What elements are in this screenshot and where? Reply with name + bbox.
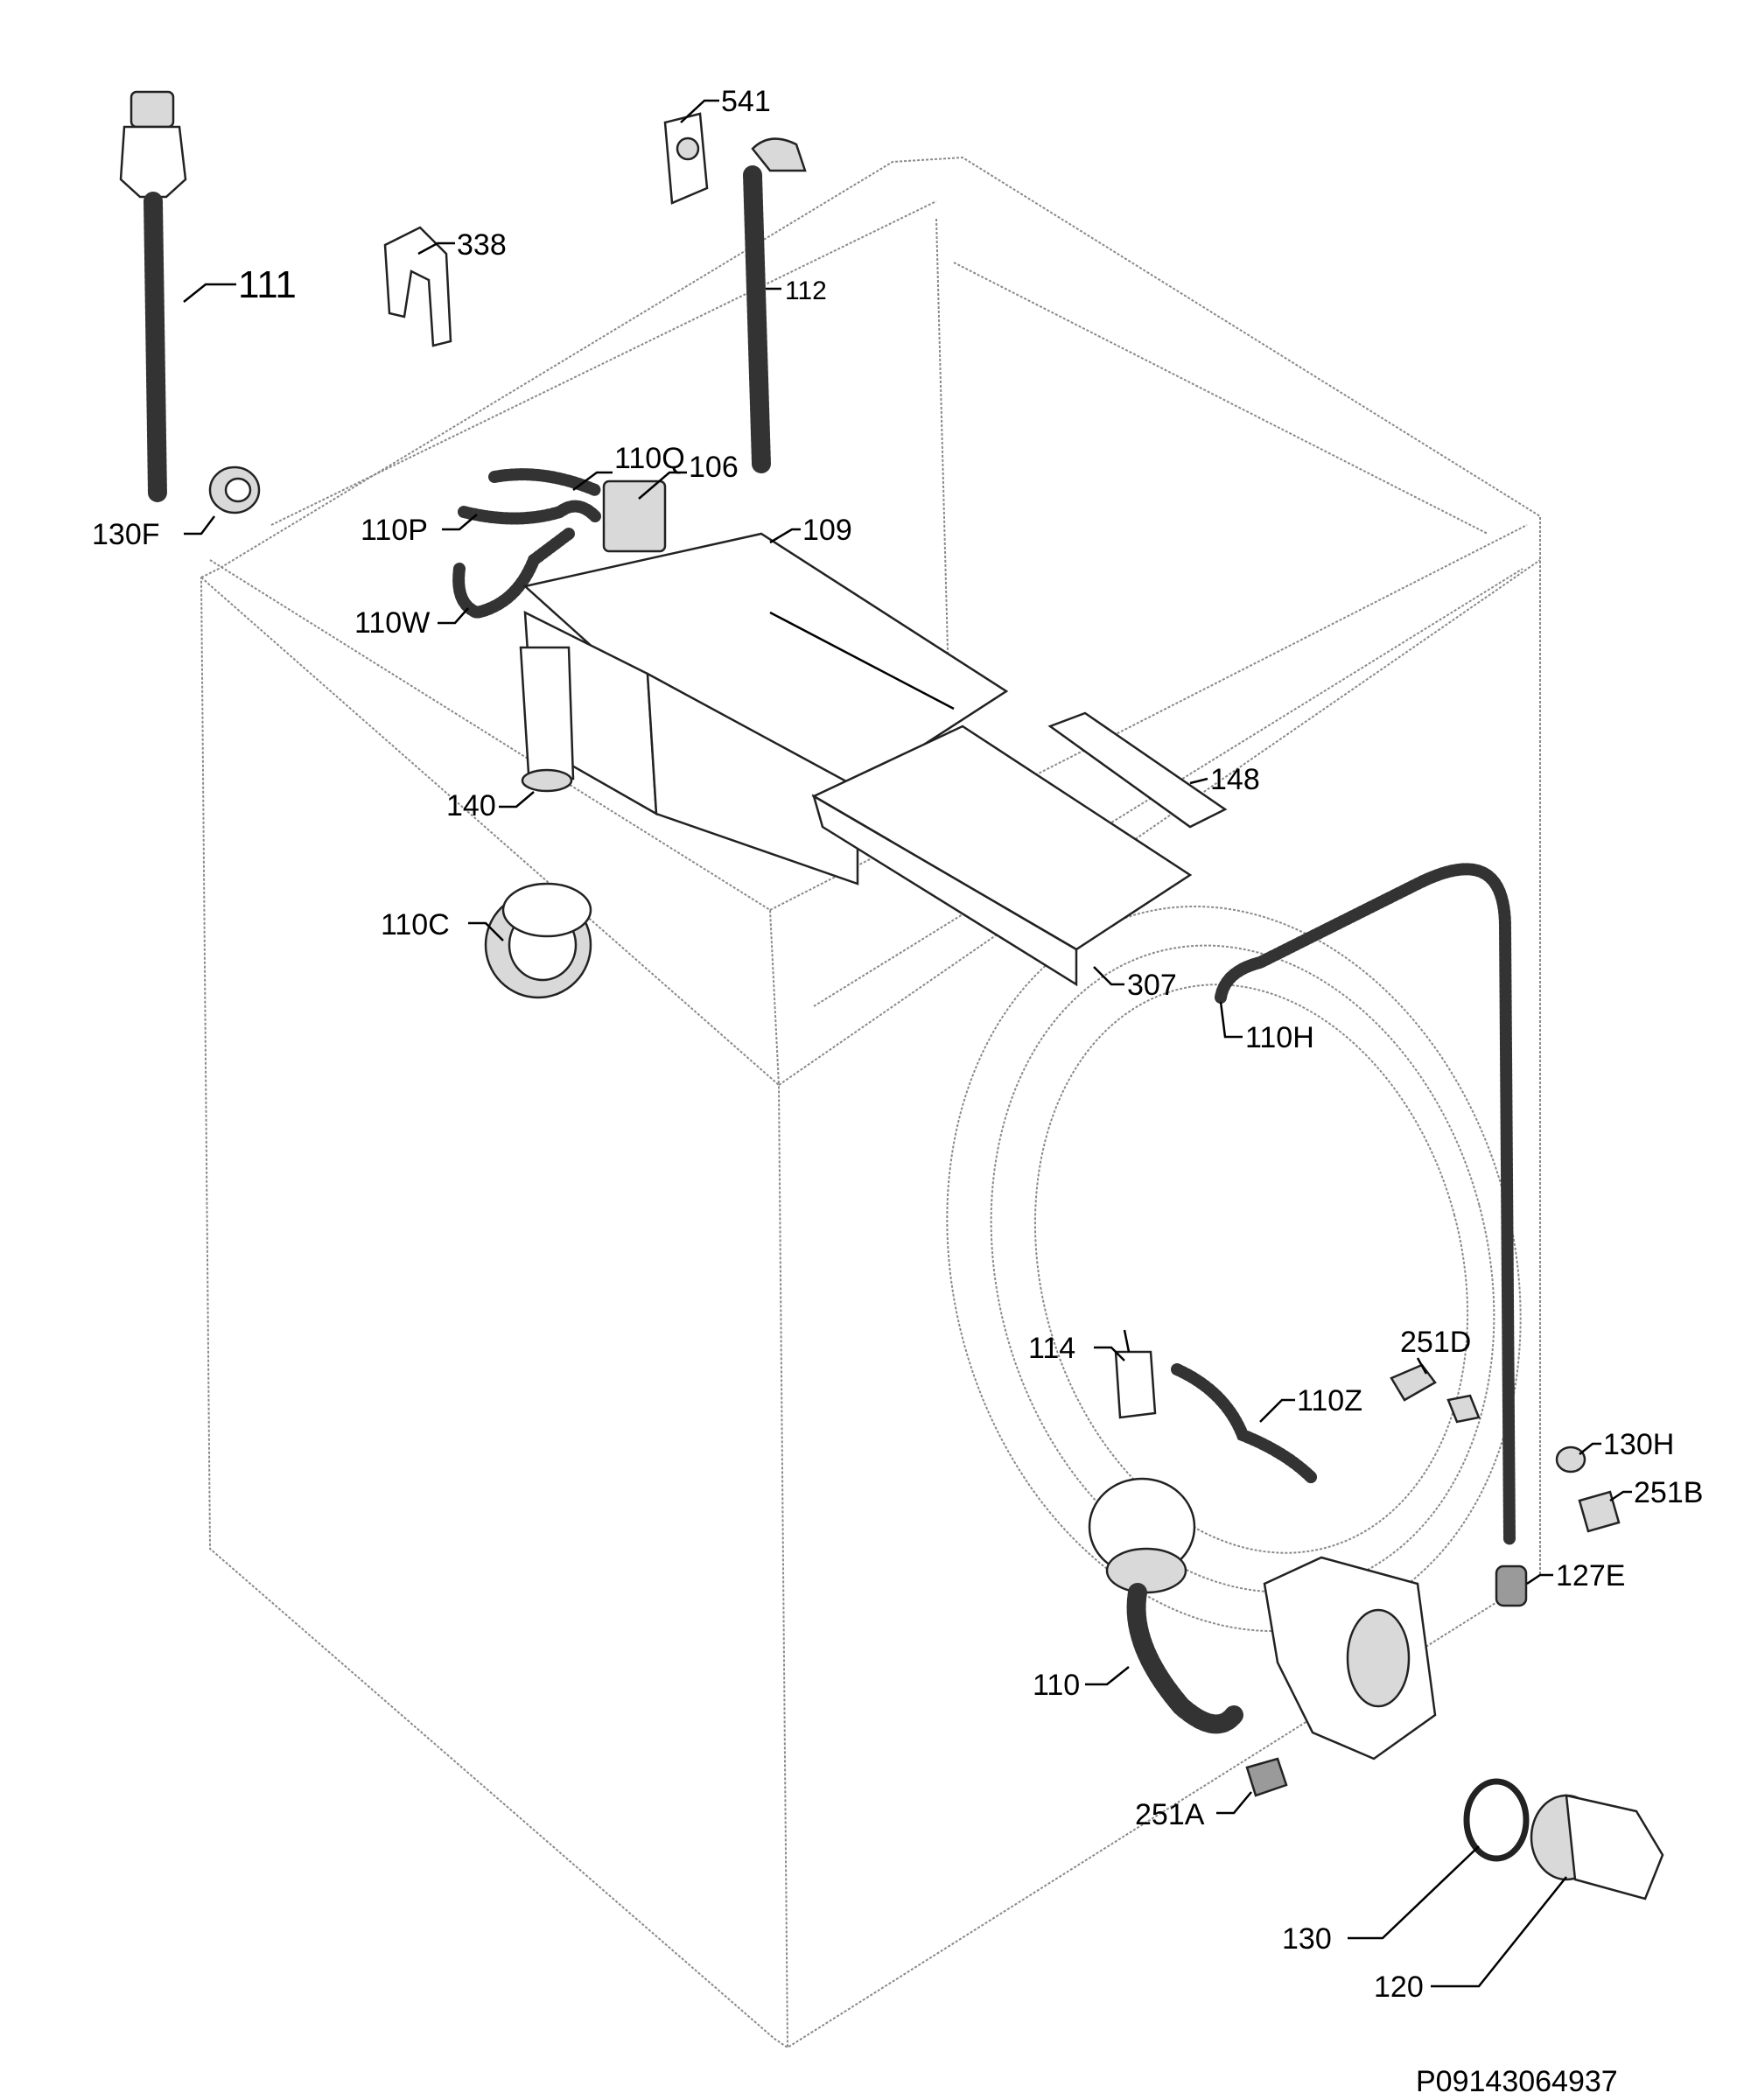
hose-110h-part — [1215, 863, 1516, 1546]
clip-251d-part — [1390, 1363, 1481, 1424]
bracket-541-part — [663, 112, 709, 205]
callout-110z: 110Z — [1297, 1384, 1362, 1418]
callout-110w: 110W — [354, 606, 430, 640]
callout-111: 111 — [238, 263, 297, 306]
inlet-hose-part — [119, 90, 187, 504]
water-inlet-140-part — [519, 646, 575, 793]
seal-130h-part — [1555, 1446, 1586, 1474]
callout-251d: 251D — [1400, 1326, 1471, 1359]
callout-110p: 110P — [361, 514, 428, 547]
callout-114: 114 — [1028, 1332, 1075, 1365]
callout-541: 541 — [721, 85, 771, 118]
pump-part — [1263, 1556, 1437, 1760]
callout-130: 130 — [1282, 1922, 1332, 1956]
callout-112: 112 — [785, 276, 827, 305]
gasket-130-part — [1463, 1778, 1530, 1862]
clip-251b-part — [1578, 1490, 1621, 1533]
drawing-reference-code: P09143064937 — [1416, 2065, 1618, 2098]
drain-hose-112-part — [743, 137, 807, 473]
filter-120-part — [1530, 1794, 1664, 1900]
cabinet-outline — [200, 156, 1541, 2049]
seal-127e-part — [1495, 1564, 1528, 1607]
hose-110z-part — [1171, 1363, 1319, 1485]
callout-130f: 130F — [92, 518, 160, 551]
sensor-114-part — [1114, 1329, 1157, 1419]
drawer-307-part — [811, 724, 1193, 987]
callout-labels: 541 111 338 112 110Q 106 130F 110P 109 1… — [92, 85, 1703, 2004]
callout-140: 140 — [446, 789, 496, 822]
hose-group-110-part — [452, 468, 667, 620]
callout-110h: 110H — [1245, 1021, 1314, 1054]
callout-130h: 130H — [1603, 1428, 1674, 1461]
callout-106: 106 — [689, 451, 739, 484]
callout-148: 148 — [1210, 763, 1260, 796]
hose-guide-338-part — [383, 226, 452, 347]
sump-hose-110-part — [1088, 1477, 1243, 1734]
callout-110: 110 — [1033, 1669, 1080, 1702]
callout-110q: 110Q — [614, 442, 685, 475]
callout-338: 338 — [457, 228, 507, 262]
callout-120: 120 — [1374, 1970, 1424, 2004]
callout-109: 109 — [802, 514, 852, 547]
seal-130f-part — [208, 466, 261, 514]
bellows-110c-part — [484, 882, 592, 999]
callout-127e: 127E — [1556, 1559, 1625, 1592]
clip-251a-part — [1245, 1757, 1288, 1797]
callout-307: 307 — [1127, 969, 1177, 1002]
callout-251a: 251A — [1135, 1798, 1205, 1831]
handle-148-part — [1047, 711, 1228, 829]
callout-251b: 251B — [1634, 1476, 1703, 1509]
callout-110c: 110C — [381, 908, 450, 942]
leader-lines — [183, 99, 1632, 1988]
